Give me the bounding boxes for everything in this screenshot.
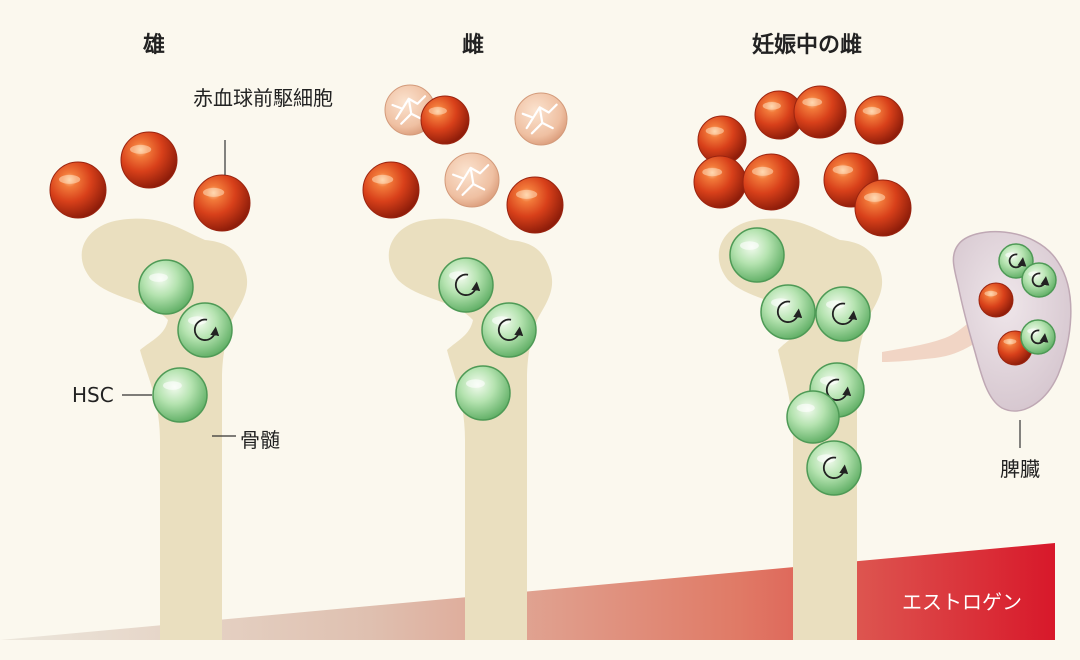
cracked-cell-icon (514, 92, 568, 146)
circular-arrow-icon (831, 302, 858, 325)
hsc-cell (177, 302, 233, 358)
erythroid-precursor-cell (793, 85, 847, 139)
erythroid-precursor-cell (120, 131, 178, 189)
label-erythroid-precursor: 赤血球前駆細胞 (193, 86, 333, 110)
hsc-cell (786, 390, 840, 444)
erythroid-precursor-cell (420, 95, 470, 145)
label-spleen: 脾臓 (1000, 457, 1040, 481)
circular-arrow-icon (454, 273, 481, 296)
label-estrogen: エストロゲン (902, 590, 1022, 614)
circular-arrow-icon (1008, 253, 1027, 269)
circular-arrow-icon (776, 300, 803, 323)
erythroid-precursor-cell (49, 161, 107, 219)
erythroid-precursor-cell (742, 153, 800, 211)
hsc-cell (729, 227, 785, 283)
erythroid-precursor-cell (193, 174, 251, 232)
title-female: 雌 (462, 33, 485, 58)
circular-arrow-icon (1030, 329, 1049, 345)
erythroid-precursor-cell (854, 179, 912, 237)
hsc-cell (138, 259, 194, 315)
hsc-cell (815, 286, 871, 342)
title-pregnant-female: 妊娠中の雌 (752, 33, 863, 58)
hsc-cell (998, 243, 1034, 279)
hsc-cell (760, 284, 816, 340)
hsc-cell (438, 257, 494, 313)
hsc-cell (1021, 262, 1057, 298)
hsc-cell (455, 365, 511, 421)
erythroid-precursor-cell (362, 161, 420, 219)
cracked-cell-icon (444, 152, 500, 208)
erythroid-precursor-cell (854, 95, 904, 145)
hsc-cell (1020, 319, 1056, 355)
hsc-cell (806, 440, 862, 496)
erythroid-precursor-cell (754, 90, 804, 140)
label-bone-marrow: 骨髄 (240, 428, 280, 452)
erythroid-precursor-cell (693, 155, 747, 209)
hsc-cell (481, 302, 537, 358)
circular-arrow-icon (193, 318, 220, 341)
circular-arrow-icon (497, 318, 524, 341)
estrogen-gradient (0, 543, 1055, 640)
erythroid-precursor-cell (506, 176, 564, 234)
erythroid-precursor-cell (978, 282, 1014, 318)
circular-arrow-icon (822, 456, 849, 479)
title-male: 雄 (143, 33, 166, 58)
hsc-cell (152, 367, 208, 423)
label-hsc: HSC (72, 383, 114, 407)
circular-arrow-icon (1031, 272, 1050, 288)
